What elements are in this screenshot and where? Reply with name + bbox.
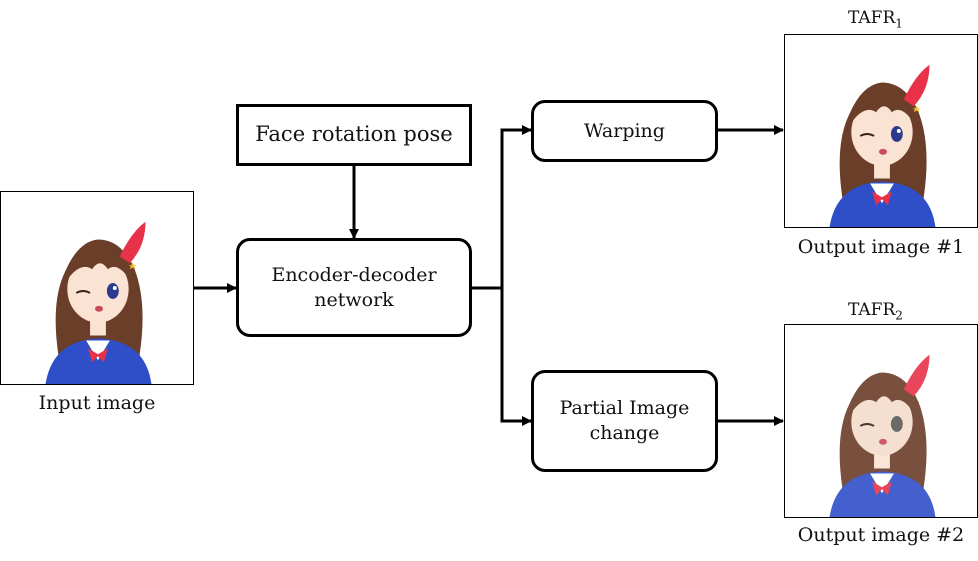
output-image-2-caption: Output image #2 xyxy=(797,524,965,546)
input-image xyxy=(0,191,194,385)
warping-label: Warping xyxy=(584,119,665,142)
encoder-decoder-box: Encoder-decoder network xyxy=(236,238,472,337)
output-image-1-caption: Output image #1 xyxy=(797,236,965,258)
encoder-decoder-label: Encoder-decoder network xyxy=(271,263,437,311)
output-image-1 xyxy=(784,34,978,228)
tafr-1-label: TAFR1 xyxy=(848,8,903,31)
tafr-2-label: TAFR2 xyxy=(848,300,903,323)
face-rotation-pose-label: Face rotation pose xyxy=(255,122,453,147)
output-image-2 xyxy=(784,324,978,518)
arrow-encoder-to-warping xyxy=(500,125,532,288)
arrow-encoder-to-partial xyxy=(500,288,532,426)
warping-box: Warping xyxy=(531,100,718,162)
character-illustration xyxy=(45,221,152,384)
character-illustration xyxy=(829,64,936,227)
face-rotation-pose-box: Face rotation pose xyxy=(236,104,472,166)
partial-image-change-box: Partial Image change xyxy=(531,370,718,472)
character-illustration xyxy=(829,354,936,517)
partial-image-change-label: Partial Image change xyxy=(559,397,690,444)
input-image-caption: Input image xyxy=(38,392,156,414)
